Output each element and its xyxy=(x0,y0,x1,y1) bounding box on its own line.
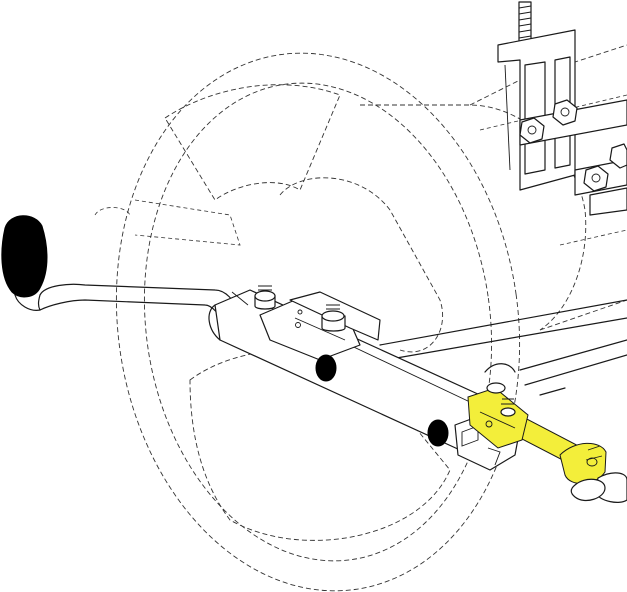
dashboard-outline xyxy=(360,44,627,331)
steering-column xyxy=(208,285,521,471)
rod-end xyxy=(570,472,627,503)
column-slot-2 xyxy=(427,419,449,447)
mounting-bracket xyxy=(497,1,627,216)
shift-lever xyxy=(1,215,241,326)
lever-knob xyxy=(1,215,48,298)
column-slot-1 xyxy=(315,354,337,382)
highlighted-clevis xyxy=(559,442,607,485)
highlighted-linkage xyxy=(467,382,607,485)
frame-rails xyxy=(379,299,627,396)
